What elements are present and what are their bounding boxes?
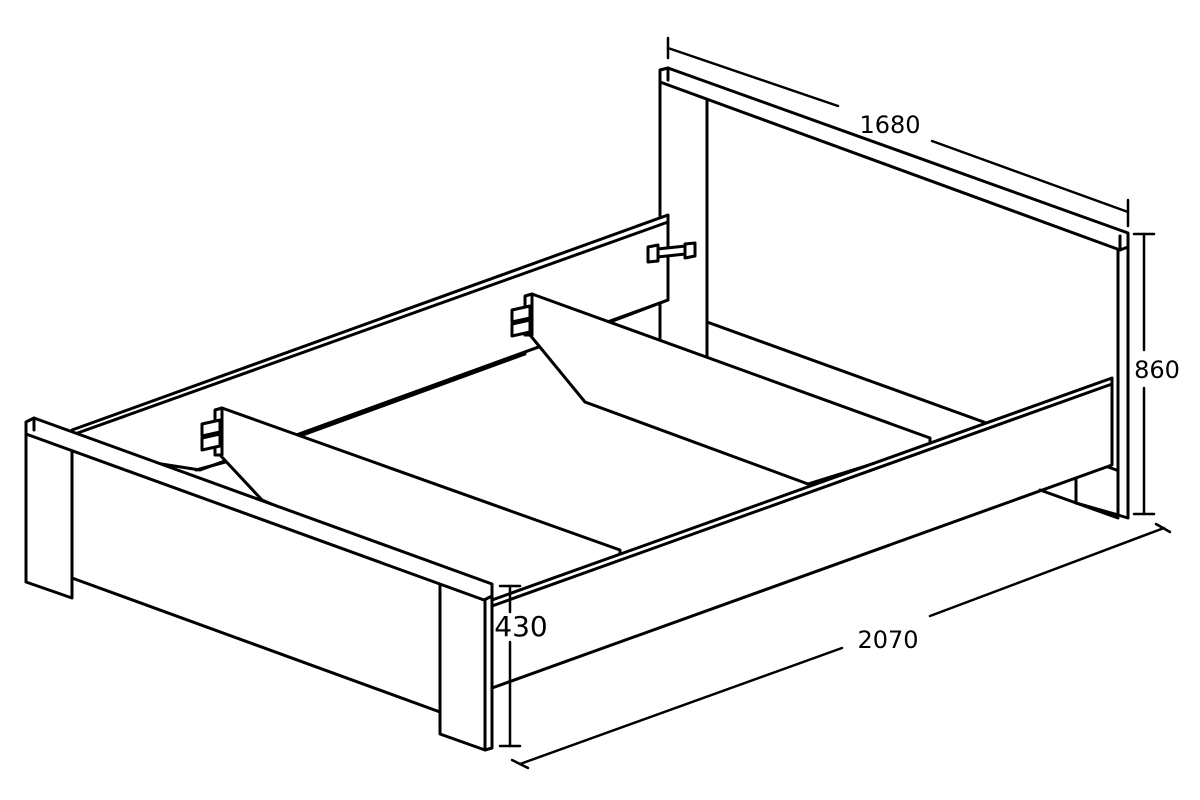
footboard-right-post (438, 578, 487, 752)
bracket-left-rail (646, 241, 697, 264)
bracket-back-board (510, 304, 532, 338)
bracket-front-board (200, 418, 222, 452)
cross-board-back (523, 292, 932, 486)
footboard-right-post-side (483, 592, 494, 752)
footboard-left-post (24, 430, 74, 600)
headboard-right-post-front (1116, 241, 1130, 520)
dimension-footboard-height-label: 430 (494, 610, 547, 643)
dimension-width-label: 1680 (859, 111, 920, 139)
dimension-height-label: 860 (1134, 356, 1180, 384)
footboard (24, 416, 494, 752)
dimension-width: 1680 (666, 36, 1130, 228)
dimension-height: 860 (1132, 232, 1180, 516)
headboard (658, 66, 1130, 520)
dimension-length: 2070 (510, 522, 1172, 770)
dimension-length-label: 2070 (857, 626, 918, 654)
dimension-footboard-height: 430 (494, 584, 548, 748)
cross-board-back-shape (523, 292, 932, 486)
